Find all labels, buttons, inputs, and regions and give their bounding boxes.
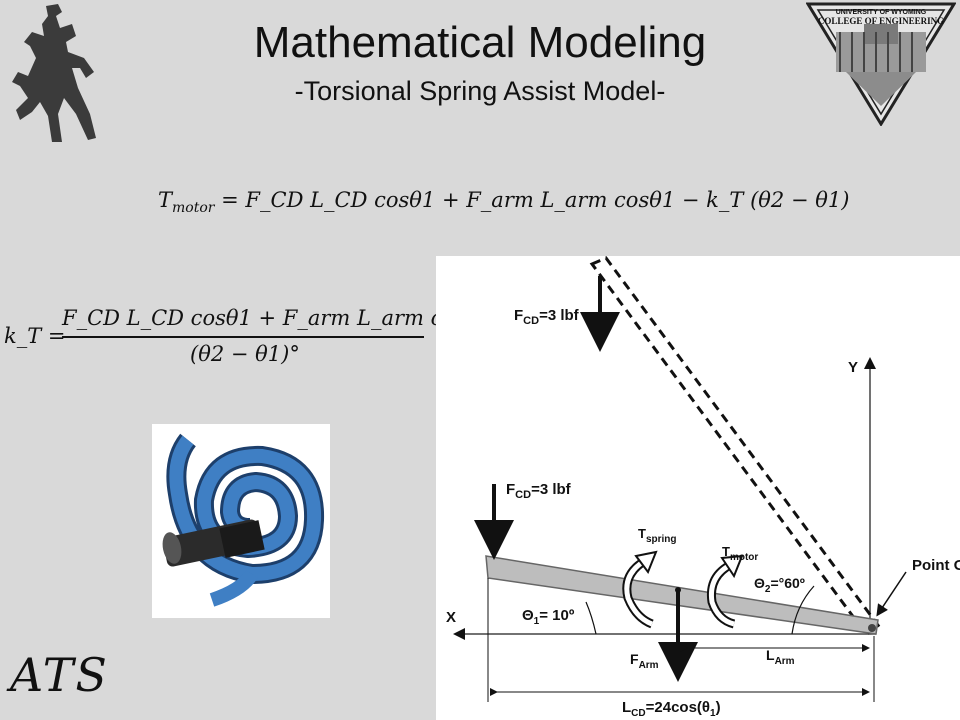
y-axis-label: Y	[848, 359, 858, 376]
l-cd-label: LCD=24cos(θ1)	[622, 699, 721, 719]
eq1-rhs: = F_CD L_CD cosθ1 + F_arm L_arm cosθ1 − …	[221, 188, 850, 212]
bucking-horse-logo	[12, 4, 96, 142]
force-cd-top-label: FCD=3 lbf	[514, 307, 580, 327]
theta2-arc	[791, 585, 815, 635]
t-motor-label: Tmotor	[722, 544, 758, 563]
rotated-arm-outline	[589, 256, 883, 636]
slide-subtitle: -Torsional Spring Assist Model-	[294, 76, 666, 106]
theta1-arc	[585, 601, 597, 635]
seal-bottom-text: COLLEGE OF ENGINEERING	[818, 16, 944, 26]
college-engineering-seal: UNIVERSITY OF WYOMING COLLEGE OF ENGINEE…	[806, 2, 956, 126]
f-arm-label: FArm	[630, 651, 659, 671]
eq1-lhs: T	[158, 188, 173, 212]
point-o-label: Point O	[912, 557, 960, 574]
t-spring-label: Tspring	[638, 526, 677, 545]
l-arm-label: LArm	[766, 647, 795, 667]
x-axis-label: X	[446, 609, 456, 626]
arm-bar	[485, 555, 879, 635]
theta2-label: Θ2=°60º	[754, 575, 805, 595]
theta1-label: Θ1= 10º	[522, 607, 575, 627]
free-body-diagram: Y X FCD=3 lbf FCD=3 lbf Tspring Tmotor P…	[436, 256, 960, 720]
force-cd-left-label: FCD=3 lbf	[506, 481, 572, 501]
eq2-denominator: (θ2 − θ1)°	[190, 342, 300, 366]
ats-signature: ATS	[10, 648, 109, 702]
pivot-point	[868, 624, 876, 632]
eq2-numerator: F_CD L_CD cosθ1 + F_arm L_arm cosθ1	[62, 306, 492, 330]
eq2-lhs: k_T =	[4, 324, 66, 348]
motor-torque-equation: Tmotor = F_CD L_CD cosθ1 + F_arm L_arm c…	[158, 188, 849, 216]
seal-top-text: UNIVERSITY OF WYOMING	[836, 9, 927, 16]
eq1-lhs-sub: motor	[172, 200, 215, 217]
torsional-spring-image	[152, 424, 330, 618]
fraction-bar	[62, 336, 424, 338]
slide-title: Mathematical Modeling	[253, 18, 707, 67]
